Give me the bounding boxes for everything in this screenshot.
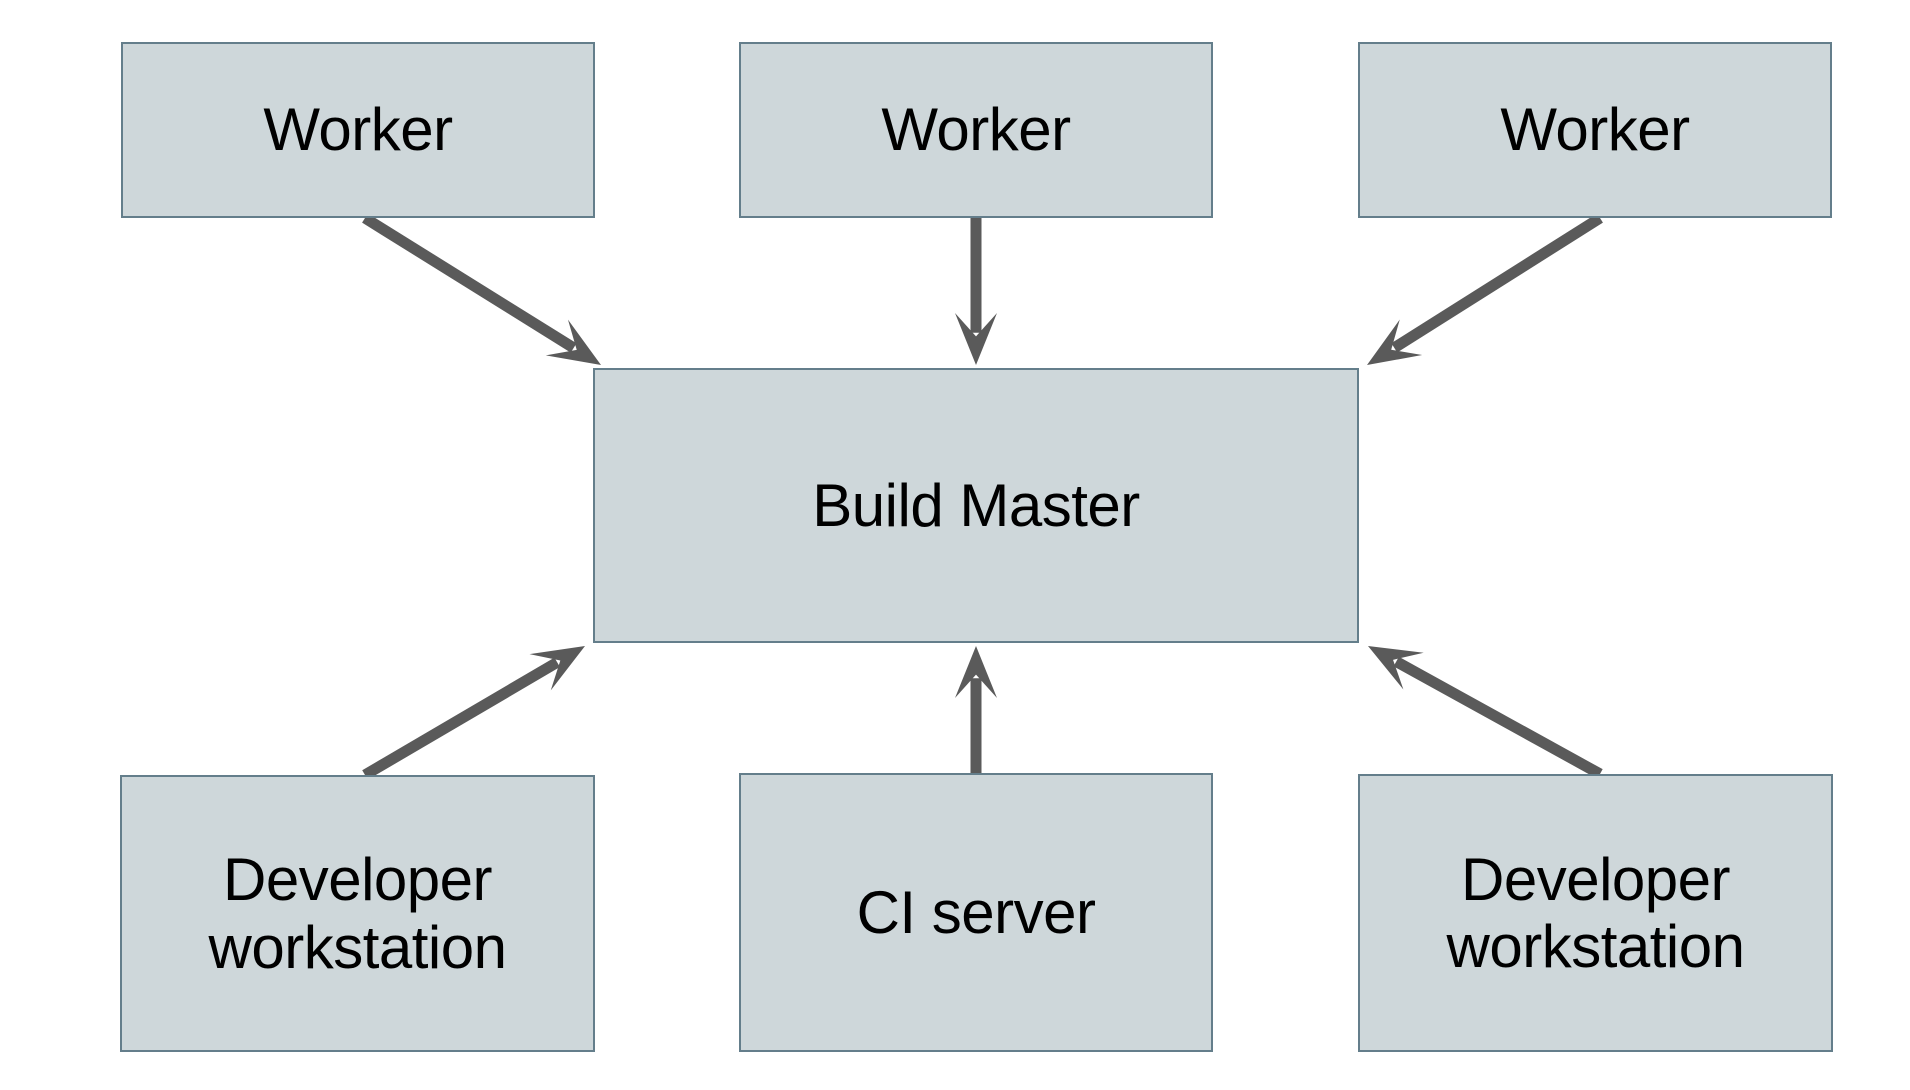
node-worker-2[interactable]: Worker <box>739 42 1213 218</box>
node-ci-server[interactable]: CI server <box>739 773 1213 1052</box>
edge-developer-left-to-build-master-head <box>529 646 585 691</box>
edge-ci-server-to-build-master <box>955 646 997 773</box>
node-build-master[interactable]: Build Master <box>593 368 1359 643</box>
edge-worker-1-to-build-master-head <box>545 319 601 365</box>
node-worker-2-label: Worker <box>881 96 1071 164</box>
node-ci-server-label: CI server <box>856 878 1096 946</box>
node-developer-workstation-left[interactable]: Developer workstation <box>120 775 595 1052</box>
edge-worker-1-to-build-master <box>362 213 601 365</box>
edge-worker-1-to-build-master-shaft <box>362 213 577 353</box>
edge-developer-right-to-build-master-head <box>1368 646 1424 690</box>
edge-worker-2-to-build-master-head <box>955 313 997 365</box>
node-worker-3[interactable]: Worker <box>1358 42 1832 218</box>
edge-developer-left-to-build-master <box>362 646 585 780</box>
node-build-master-label: Build Master <box>812 471 1140 539</box>
edge-worker-3-to-build-master-shaft <box>1391 213 1603 353</box>
node-worker-1[interactable]: Worker <box>121 42 595 218</box>
edge-ci-server-to-build-master-head <box>955 646 997 698</box>
node-worker-1-label: Worker <box>263 96 453 164</box>
edge-worker-3-to-build-master <box>1367 213 1603 365</box>
node-developer-workstation-right-label: Developer workstation <box>1446 845 1745 980</box>
edge-developer-right-to-build-master-shaft <box>1393 656 1603 779</box>
edge-worker-2-to-build-master <box>955 218 997 365</box>
edge-worker-3-to-build-master-head <box>1367 319 1423 365</box>
node-developer-workstation-left-label: Developer workstation <box>208 846 507 981</box>
edge-developer-right-to-build-master <box>1368 646 1603 779</box>
node-developer-workstation-right[interactable]: Developer workstation <box>1358 774 1833 1052</box>
node-worker-3-label: Worker <box>1500 96 1690 164</box>
edge-developer-left-to-build-master-shaft <box>362 657 560 780</box>
